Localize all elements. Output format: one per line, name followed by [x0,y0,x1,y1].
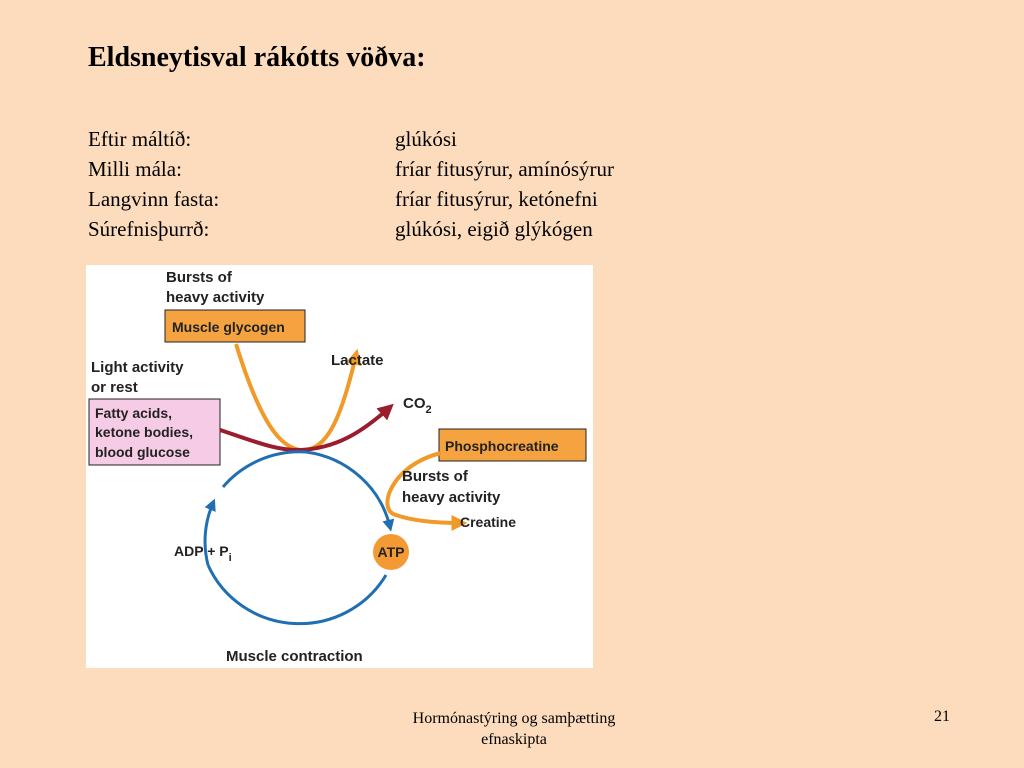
adp-main: ADP + P [174,543,229,559]
cycle-lower-arc [206,564,388,626]
condition-label: Langvinn fasta: [88,187,220,211]
fuel-row: Súrefnisþurrð: glúkósi, eigið glýkógen [88,214,614,244]
condition-label: Súrefnisþurrð: [88,217,210,241]
muscle-glycogen-label: Muscle glycogen [172,319,285,335]
cycle-left-arrow [203,498,216,566]
page-number: 21 [934,708,950,725]
slide-footer: Hormónastýring og samþætting efnaskipta [354,708,674,750]
atp-node [373,534,409,570]
adp-pi-label: ADP + Pi [174,543,232,564]
bursts-top-label: Bursts of [166,269,233,286]
fuel-value: glúkósi, eigið glýkógen [395,217,593,241]
blood-fuels-box [88,398,221,466]
muscle-glycogen-box [164,309,306,343]
fuel-table: Eftir máltíð: glúkósi Milli mála: fríar … [88,124,614,244]
fuel-row: Eftir máltíð: glúkósi [88,124,614,154]
co2-subscript: 2 [426,404,432,416]
fuel-source-label: blood glucose [95,444,190,460]
condition-label: Milli mála: [88,157,182,181]
muscle-contraction-label: Muscle contraction [226,648,363,665]
co2-label: CO2 [403,395,432,416]
footer-line: efnaskipta [481,731,547,748]
atp-label: ATP [378,544,405,560]
phosphocreatine-label: Phosphocreatine [445,438,559,454]
bursts-top-label: heavy activity [166,289,265,306]
slide-title: Eldsneytisval rákótts vöðva: [88,42,426,73]
fuel-value: glúkósi [395,127,457,151]
condition-label: Eftir máltíð: [88,127,192,151]
fuels-to-co2-arrow [219,403,394,453]
phosphocreatine-box [438,428,587,462]
lactate-label: Lactate [331,352,384,369]
light-activity-label: or rest [91,379,138,396]
footer-line: Hormónastýring og samþætting [412,710,616,727]
fuel-value: fríar fitusýrur, amínósýrur [395,157,615,181]
energy-pathway-diagram: Bursts of heavy activity Muscle glycogen… [88,269,587,665]
phosphocreatine-to-creatine-arrow [385,451,468,531]
fuel-value: fríar fitusýrur, ketónefni [395,187,598,211]
bursts-right-label: heavy activity [402,489,501,506]
cycle-upper-right-arrow [305,450,395,532]
cycle-upper-left-arc [221,450,307,488]
adp-subscript: i [229,552,232,564]
energy-pathway-figure: Bursts of heavy activity Muscle glycogen… [86,265,593,668]
fuel-row: Milli mála: fríar fitusýrur, amínósýrur [88,154,614,184]
fuel-row: Langvinn fasta: fríar fitusýrur, ketónef… [88,184,614,214]
creatine-label: Creatine [460,514,516,530]
bursts-right-label: Bursts of [402,468,469,485]
fuel-source-label: ketone bodies, [95,424,193,440]
light-activity-label: Light activity [91,359,184,376]
fuel-source-label: Fatty acids, [95,405,172,421]
co2-main: CO [403,395,426,412]
